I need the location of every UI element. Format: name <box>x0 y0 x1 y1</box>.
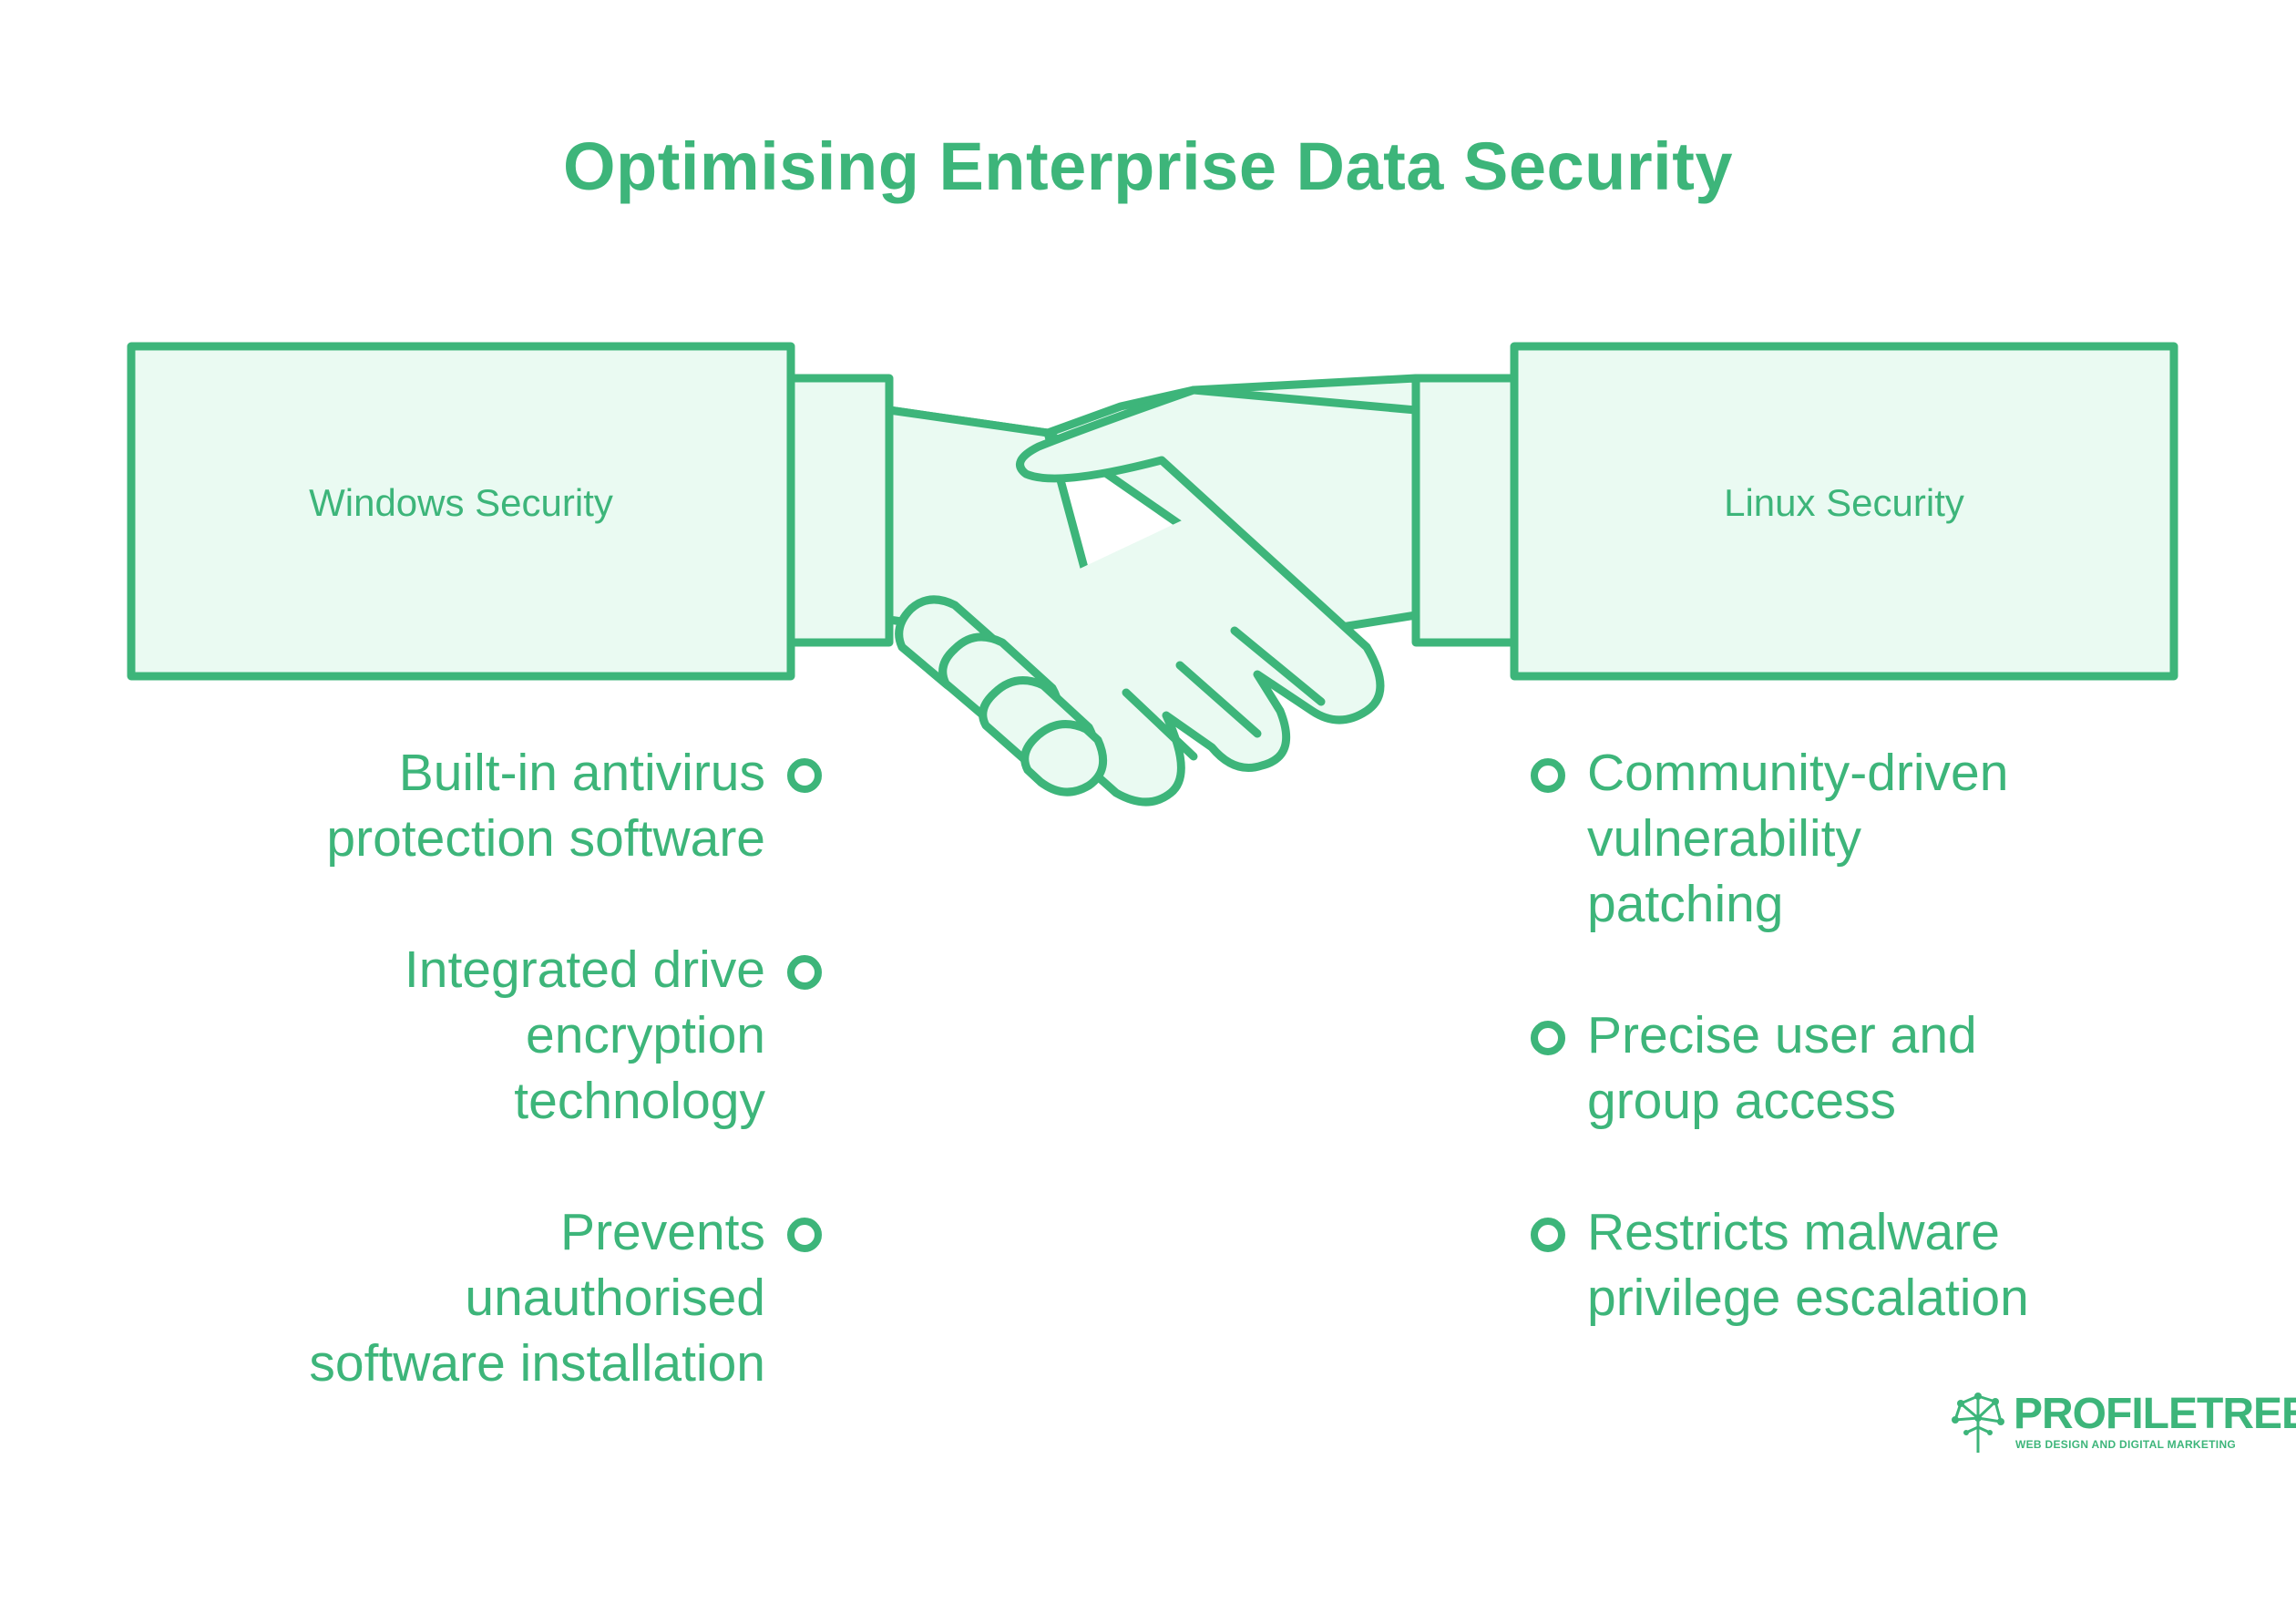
list-item-line: unauthorised <box>465 1269 765 1327</box>
right-hand <box>948 385 1420 807</box>
list-item: Community-driven vulnerability patching <box>1531 740 2029 937</box>
linux-security-label: Linux Security <box>1724 481 1964 524</box>
linux-sleeve-box <box>1510 342 2178 681</box>
crease-1 <box>1230 626 1326 706</box>
linux-feature-list: Community-driven vulnerability patching … <box>1531 740 2029 1396</box>
list-item-line: Prevents <box>560 1203 765 1261</box>
list-item-line: group access <box>1587 1072 1897 1130</box>
crease-2 <box>1175 661 1262 738</box>
bullet-circle-icon <box>787 955 822 990</box>
tree-network-icon <box>1952 1393 2004 1453</box>
list-item-line: Community-driven <box>1587 744 2009 802</box>
list-item-line: software installation <box>309 1334 765 1393</box>
list-item: Precise user and group access <box>1531 1002 2029 1134</box>
bullet-circle-icon <box>1531 1218 1565 1252</box>
crease-3 <box>1122 688 1198 761</box>
list-item-line: Precise user and <box>1587 1006 1977 1064</box>
right-cuff <box>1411 374 1519 647</box>
list-item-line: encryption <box>526 1006 765 1064</box>
logo-tagline: WEB DESIGN AND DIGITAL MARKETING <box>2015 1438 2237 1451</box>
profiletree-logo: PROFILETREE WEB DESIGN AND DIGITAL MARKE… <box>1948 1391 2296 1454</box>
bullet-circle-icon <box>787 758 822 793</box>
list-item: Restricts malware privilege escalation <box>1531 1199 2029 1331</box>
windows-sleeve-box <box>127 342 795 681</box>
bullet-circle-icon <box>1531 758 1565 793</box>
list-item-line: patching <box>1587 875 1784 933</box>
list-item-line: technology <box>514 1072 765 1130</box>
left-cuff <box>786 374 894 647</box>
list-item-line: Integrated drive <box>404 940 765 999</box>
page-title: Optimising Enterprise Data Security <box>562 128 1734 204</box>
finger-4 <box>1020 720 1108 797</box>
bullet-circle-icon <box>787 1218 822 1252</box>
list-item-line: Restricts malware <box>1587 1203 2000 1261</box>
list-item: Prevents unauthorised software installat… <box>309 1199 822 1396</box>
list-item-line: Built-in antivirus <box>398 744 765 802</box>
logo-wordmark: PROFILETREE <box>2014 1390 2296 1438</box>
windows-feature-list: Built-in antivirus protection software I… <box>309 740 822 1462</box>
list-item: Integrated drive encryption technology <box>309 937 822 1134</box>
list-item-line: protection software <box>326 809 765 868</box>
list-item: Built-in antivirus protection software <box>309 740 822 871</box>
list-item-line: vulnerability <box>1587 809 1861 868</box>
bullet-circle-icon <box>1531 1021 1565 1055</box>
windows-security-label: Windows Security <box>309 481 613 524</box>
list-item-line: privilege escalation <box>1587 1269 2029 1327</box>
